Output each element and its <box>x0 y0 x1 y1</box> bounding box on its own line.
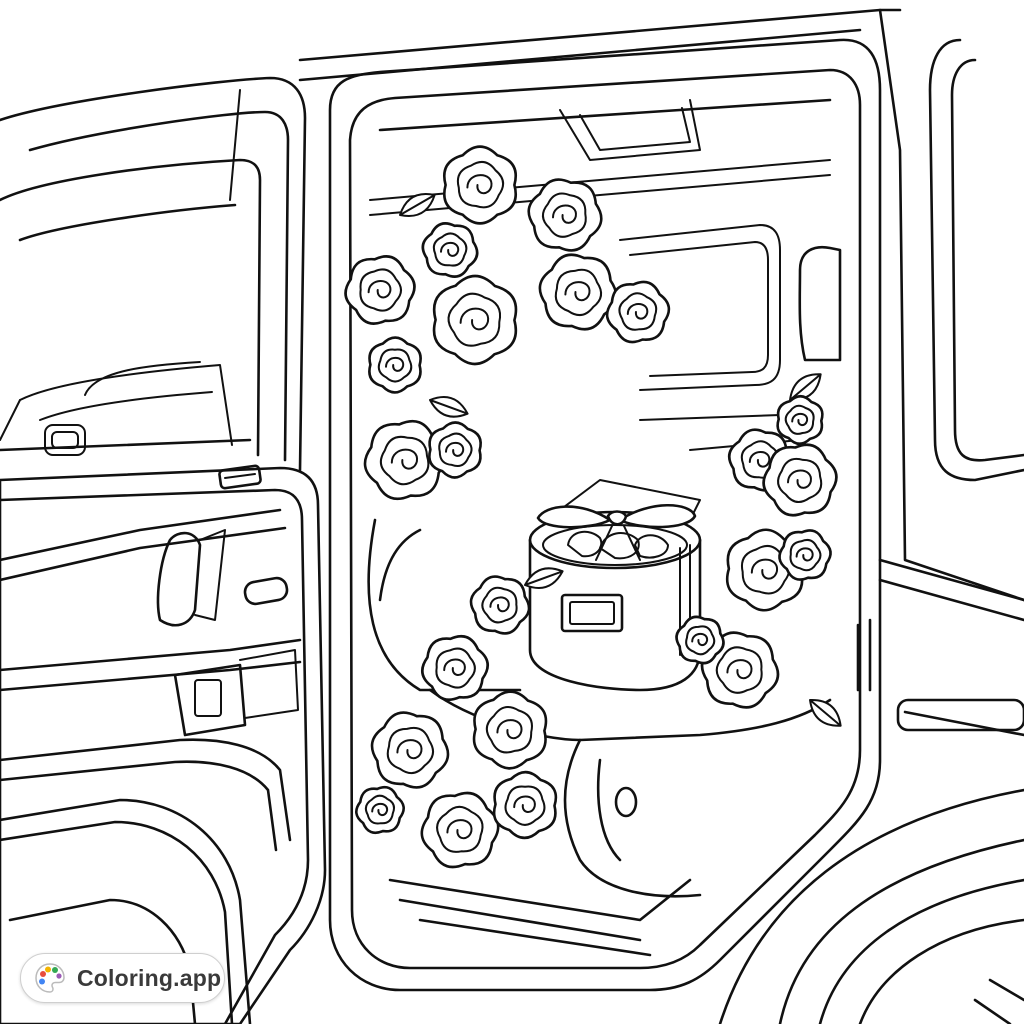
rose <box>432 274 518 366</box>
rose <box>605 280 671 344</box>
rose <box>370 711 450 789</box>
rose <box>472 690 548 770</box>
rose <box>421 222 479 278</box>
front-door <box>0 464 327 1024</box>
rose <box>675 615 725 665</box>
rose <box>778 529 832 581</box>
car-body-outline <box>298 8 1024 1024</box>
rose <box>344 255 416 325</box>
brand-badge[interactable]: Coloring.app <box>20 953 225 1003</box>
rose-bouquets <box>344 145 842 869</box>
palette-icon <box>35 963 65 993</box>
leaf <box>429 396 469 418</box>
rose <box>428 421 482 479</box>
rose <box>492 770 558 840</box>
rose <box>420 791 500 869</box>
rose <box>443 145 517 225</box>
rose <box>538 253 618 331</box>
brand-name: Coloring.app <box>77 964 222 991</box>
flower-box <box>528 503 702 692</box>
leaf <box>399 193 436 217</box>
leaf <box>809 698 842 727</box>
rose <box>469 575 531 635</box>
interior-scene <box>367 98 842 957</box>
rose <box>776 394 824 446</box>
leaf <box>524 567 564 589</box>
rose <box>421 635 489 701</box>
rose <box>355 785 405 835</box>
rose <box>363 419 447 501</box>
front-window <box>0 76 307 472</box>
rose <box>527 178 603 252</box>
rose <box>368 336 422 394</box>
rose <box>762 443 838 517</box>
